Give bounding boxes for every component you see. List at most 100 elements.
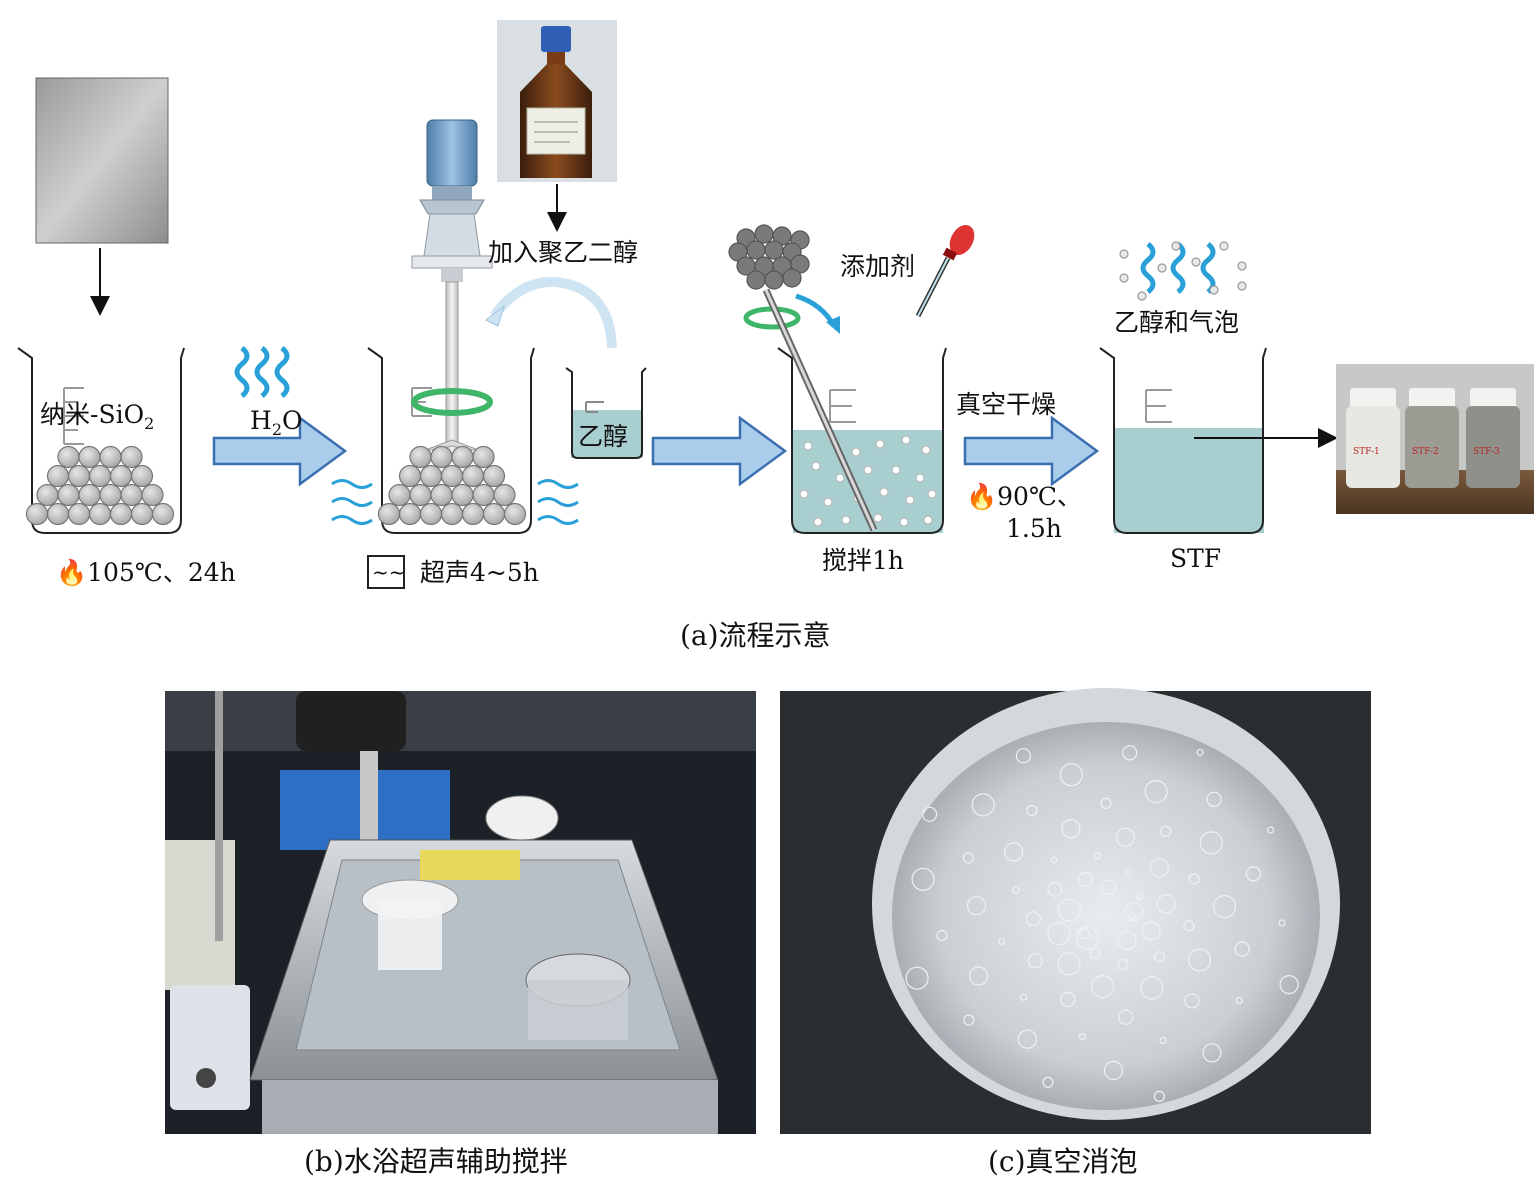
particle-cluster-icon [728,224,810,290]
stf-label: STF [1170,544,1222,573]
foam-bubble [966,896,987,916]
cluster-particle [754,224,774,244]
silica-particle [482,502,506,526]
foam-bubble [911,867,935,891]
foam-bubble [1042,1076,1054,1088]
process-arrow-3 [963,415,1100,487]
foam-bubble [1202,1043,1222,1063]
silica-particle [46,502,70,526]
silica-particle [57,445,80,469]
water-label: H2O [250,406,303,439]
foam-bubble [1057,898,1082,922]
silica-particle [99,483,122,507]
foam-bubble [962,852,975,864]
foam-bubble [1090,974,1115,999]
bubble [927,489,937,499]
vapor-dot [1171,241,1181,251]
silica-particle [451,445,474,469]
silica-particle [109,464,133,488]
foam-bubble [1187,948,1212,972]
foam-bubble [1027,953,1043,969]
silica-particle [377,502,401,526]
peg-bottle-photo [497,20,617,182]
foam-bubble [1159,825,1172,838]
vacuum-dry-label: 真空干燥 [956,390,1057,419]
sample-jars-photo [1336,364,1534,514]
vapor-dot [1237,261,1247,271]
add-peg-label: 加入聚乙二醇 [488,238,639,267]
foam-bubble [1279,974,1299,995]
foam-bubble [1047,881,1063,897]
process-arrow-2 [651,415,788,487]
silica-particle [88,502,112,526]
vapor-dot [1237,281,1247,291]
silica-particle [67,502,91,526]
foam-bubble [1089,947,1101,959]
additive-label: 添加剂 [840,252,916,281]
silica-particle [472,483,495,507]
silica-particle [461,502,485,526]
foam-bubble [1183,920,1195,932]
foam-bubble [1017,1029,1038,1049]
silica-particle [493,483,516,507]
foam-bubble [1117,958,1129,971]
silica-particle [120,483,143,507]
foam-bubble [1118,1009,1134,1025]
silica-bag-photo [35,77,169,244]
foam-bubble [1012,886,1020,894]
foam-bubble [1206,791,1222,808]
silica-particle [461,464,485,488]
foam-bubble [1100,797,1112,809]
foam-bubble [1124,868,1133,876]
foam-bubble [1059,763,1084,787]
foam-bubble [1004,842,1024,862]
vapor-dot [1219,241,1229,251]
silica-particle [503,502,527,526]
stir-condition: 搅拌1h [822,546,905,575]
foam-bubble [1149,858,1169,878]
silica-particle [472,445,495,469]
foam-bubble [997,937,1006,945]
foam-bubble [1144,779,1168,804]
caption-a: (a)流程示意 [680,619,831,652]
foam-bubble [1020,993,1028,1001]
bubble [813,517,823,527]
foam-bubble [1136,892,1144,901]
caption-b: (b)水浴超声辅助搅拌 [304,1145,568,1178]
foam-bubble [1025,911,1042,927]
silica-particle [57,483,80,507]
foam-bubble [971,793,995,817]
bubble [875,439,885,449]
foam-bubble [936,929,948,942]
bubble [899,517,909,527]
ultrasonic-bath-photo [165,691,756,1134]
foam-bubble [1199,831,1223,855]
foam-bubble [1278,919,1286,927]
silica-particle [440,502,464,526]
foam-bubble [1047,921,1071,946]
water-wave-icon [234,346,290,398]
beaker-ethanol [565,367,647,459]
jar-label-1: STF-1 [1353,447,1380,457]
foam-bubble [1057,952,1081,976]
foam-bubble [1015,748,1032,764]
ethanol-label: 乙醇 [578,422,629,451]
foam-bubble [1075,926,1099,950]
silica-particle [109,502,133,526]
bubble [873,513,883,523]
silica-particle [398,502,422,526]
foam-bubble [1140,976,1164,1000]
beaker-mixing [762,288,947,534]
ultrasound-symbol: ~~ [372,560,406,584]
foam-bubble [1234,941,1250,957]
cluster-particle [764,240,784,260]
bubble [905,495,915,505]
bubble [915,473,925,483]
foam-bubble [1196,748,1204,757]
foam-bubble [1153,951,1166,963]
drying-condition: 🔥105℃、24h [56,558,236,587]
silica-particle [130,502,154,526]
silica-particle [99,445,122,469]
stirring-ring-icon [411,388,493,416]
beaker-ultrasonic [367,347,535,534]
